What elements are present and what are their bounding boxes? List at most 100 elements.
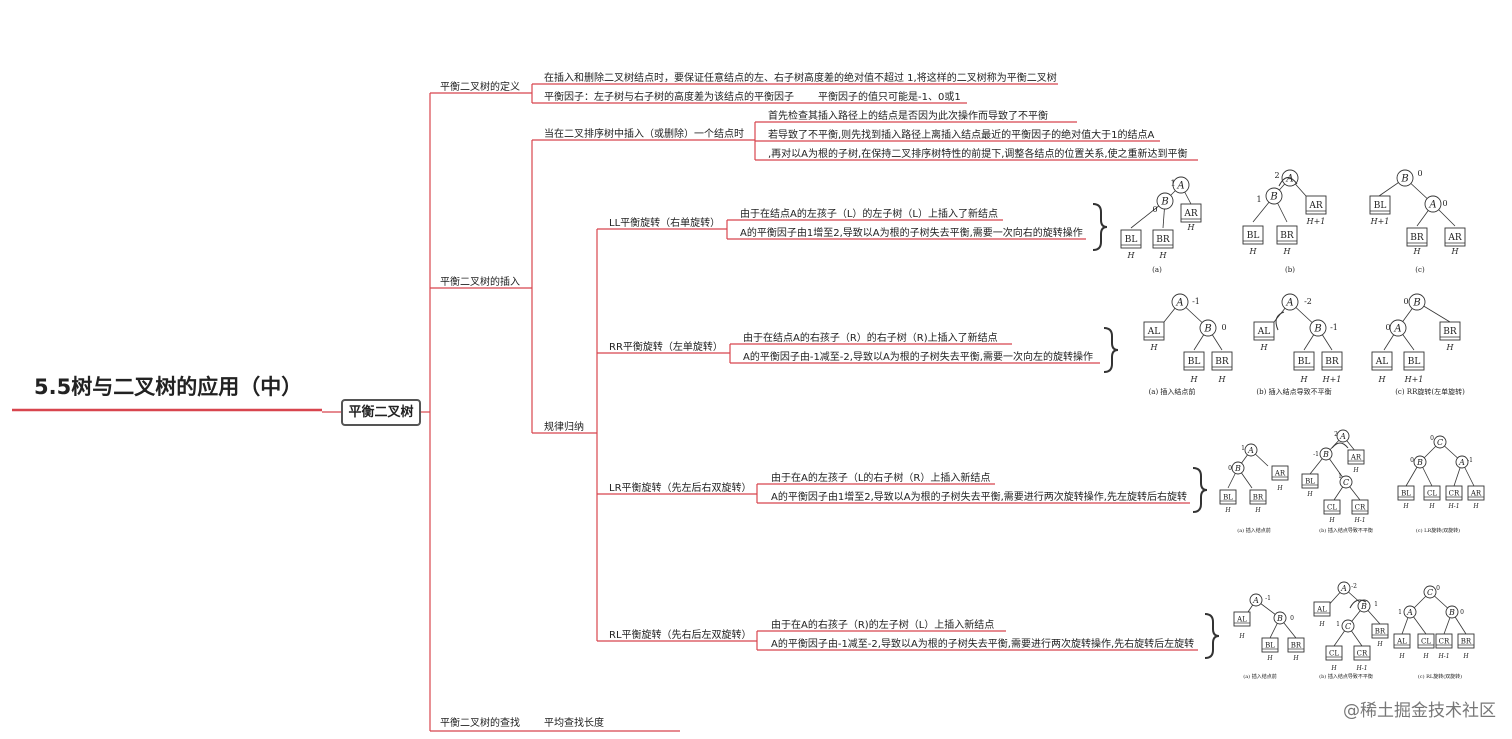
balance-factor: 0 [1290, 615, 1294, 622]
rl-text-2[interactable]: A的平衡因子由-1减至-2,导致以A为根的子树失去平衡,需要进行两次旋转操作,先… [771, 639, 1195, 650]
tree-node [1171, 293, 1189, 311]
subtree-label: BL [1223, 493, 1233, 501]
rotation-arrow [1349, 599, 1367, 609]
subtree-label: CR [1439, 637, 1450, 645]
subtree-box [1287, 637, 1305, 653]
height-label: H-1 [1355, 665, 1367, 672]
node-rr-rotation[interactable]: RR平衡旋转（左单旋转） [609, 342, 723, 353]
lr-text-1[interactable]: 由于在A的左孩子（L的右子树（R）上插入新结点 [771, 473, 991, 484]
height-label: H [1238, 633, 1245, 640]
height-label: H [1422, 653, 1429, 660]
insert-when-item[interactable]: 若导致了不平衡,则先找到插入路径上离插入结点最近的平衡因子的绝对值大于1的结点A [768, 130, 1155, 141]
subtree-box [1457, 633, 1475, 649]
height-label: H [1462, 653, 1469, 660]
search-text[interactable]: 平均查找长度 [544, 718, 604, 729]
node-label: B [1416, 458, 1423, 467]
subtree-label: BL [1408, 357, 1421, 367]
subtree-label: AR [1308, 201, 1322, 211]
subtree-box [1371, 351, 1393, 371]
subtree-label: BL [1265, 641, 1275, 649]
node-label: B [1313, 324, 1321, 335]
node-label: C [1437, 438, 1443, 447]
node-label: B [1160, 197, 1168, 208]
tree-node [1199, 319, 1217, 337]
lr-text-2[interactable]: A的平衡因子由1增至2,导致以A为根的子树失去平衡,需要进行两次旋转操作,先左旋… [771, 492, 1187, 503]
subtree-box [1417, 633, 1435, 649]
subtree-box [1180, 203, 1202, 223]
center-topic[interactable]: 平衡二叉树 [341, 399, 421, 426]
figure-caption: (a) 插入结点前 [1243, 673, 1276, 680]
root-topic[interactable]: 5.5树与二叉树的应用（中） [34, 375, 303, 399]
node-search[interactable]: 平衡二叉树的查找 [440, 718, 520, 729]
balance-factor: -1 [1467, 457, 1473, 464]
height-label: H [1283, 247, 1292, 256]
subtree-label: AL [1147, 327, 1160, 337]
node-insert-when[interactable]: 当在二叉排序树中插入（或删除）一个结点时 [544, 129, 744, 140]
node-rl-rotation[interactable]: RL平衡旋转（先右后左双旋转） [609, 630, 752, 641]
insert-when-item[interactable]: ,再对以A为根的子树,在保持二叉排序树特性的前提下,调整各结点的位置关系,使之重… [768, 149, 1188, 160]
height-label: H [1292, 655, 1299, 662]
tree-node [1339, 475, 1353, 489]
tree-node [1273, 611, 1287, 625]
height-label: H [1127, 251, 1136, 260]
tree-node [1455, 455, 1469, 469]
node-label: A [1393, 324, 1401, 335]
insert-when-item[interactable]: 首先检查其插入路径上的结点是否因为此次操作而导致了不平衡 [768, 111, 1048, 122]
subtree-box [1369, 195, 1391, 215]
balance-factor: 0 [1442, 199, 1447, 208]
definition-text-2[interactable]: 平衡因子：左子树与右子树的高度差为该结点的平衡因子 [544, 92, 794, 103]
tree-node [1244, 443, 1258, 457]
balance-factor: 1 [1241, 445, 1245, 452]
node-definition[interactable]: 平衡二叉树的定义 [440, 82, 520, 93]
tree-node [1172, 176, 1190, 194]
subtree-box [1249, 489, 1267, 505]
subtree-box [1152, 229, 1174, 249]
node-lr-rotation[interactable]: LR平衡旋转（先左后右双旋转） [609, 483, 752, 494]
height-label: H-1 [1353, 517, 1365, 524]
node-label: B [1448, 608, 1455, 617]
node-label: A [1406, 608, 1413, 617]
definition-text-1[interactable]: 在插入和删除二叉树结点时，要保证任意结点的左、右子树高度差的绝对值不超过 1,将… [544, 73, 1057, 84]
subtree-label: AR [1350, 453, 1362, 461]
ll-text-1[interactable]: 由于在结点A的左孩子（L）的左子树（L）上插入了新结点 [740, 209, 998, 220]
subtree-label: AR [1183, 209, 1197, 219]
tree-node [1156, 192, 1174, 210]
node-label: A [1339, 432, 1346, 441]
subtree-label: AL [1396, 637, 1407, 645]
height-label: H [1276, 485, 1283, 492]
subtree-box [1406, 227, 1428, 247]
node-ll-rotation[interactable]: LL平衡旋转（右单旋转） [609, 218, 721, 229]
subtree-box [1219, 489, 1237, 505]
node-insertion[interactable]: 平衡二叉树的插入 [440, 277, 520, 288]
subtree-box [1323, 499, 1341, 515]
subtree-label: BL [1401, 489, 1411, 497]
subtree-box [1276, 225, 1298, 245]
rr-text-1[interactable]: 由于在结点A的右孩子（R）的右子树（R)上插入了新结点 [743, 333, 998, 344]
rr-text-2[interactable]: A的平衡因子由-1减至-2,导致以A为根的子树失去平衡,需要一次向左的旋转操作 [743, 352, 1093, 363]
definition-text-2b[interactable]: 平衡因子的值只可能是-1、0或1 [818, 92, 961, 103]
node-label: B [1203, 324, 1211, 335]
tree-node [1433, 435, 1447, 449]
balance-factor: -2 [1351, 583, 1357, 590]
subtree-label: BL [1298, 357, 1311, 367]
rl-text-1[interactable]: 由于在A的右孩子（R)的左子树（L）上插入新结点 [771, 620, 995, 631]
node-label: C [1343, 478, 1349, 487]
balance-factor: -1 [1265, 595, 1271, 602]
subtree-label: AR [1447, 233, 1461, 243]
height-label: H [1413, 247, 1422, 256]
balance-factor: -1 [1192, 297, 1200, 306]
subtree-box [1353, 645, 1371, 661]
subtree-box [1397, 485, 1415, 501]
height-label: H [1159, 251, 1168, 260]
height-label: H+1 [1370, 217, 1390, 226]
node-label: A [1458, 458, 1465, 467]
subtree-box [1347, 449, 1365, 465]
node-rules[interactable]: 规律归纳 [544, 422, 584, 433]
tree-node [1341, 619, 1355, 633]
subtree-label: AL [1316, 605, 1327, 613]
ll-text-2[interactable]: A的平衡因子由1增至2,导致以A为根的子树失去平衡,需要一次向右的旋转操作 [740, 228, 1083, 239]
node-label: B [1276, 614, 1283, 623]
subtree-label: CR [1449, 489, 1460, 497]
balance-factor: -1 [1313, 451, 1319, 458]
